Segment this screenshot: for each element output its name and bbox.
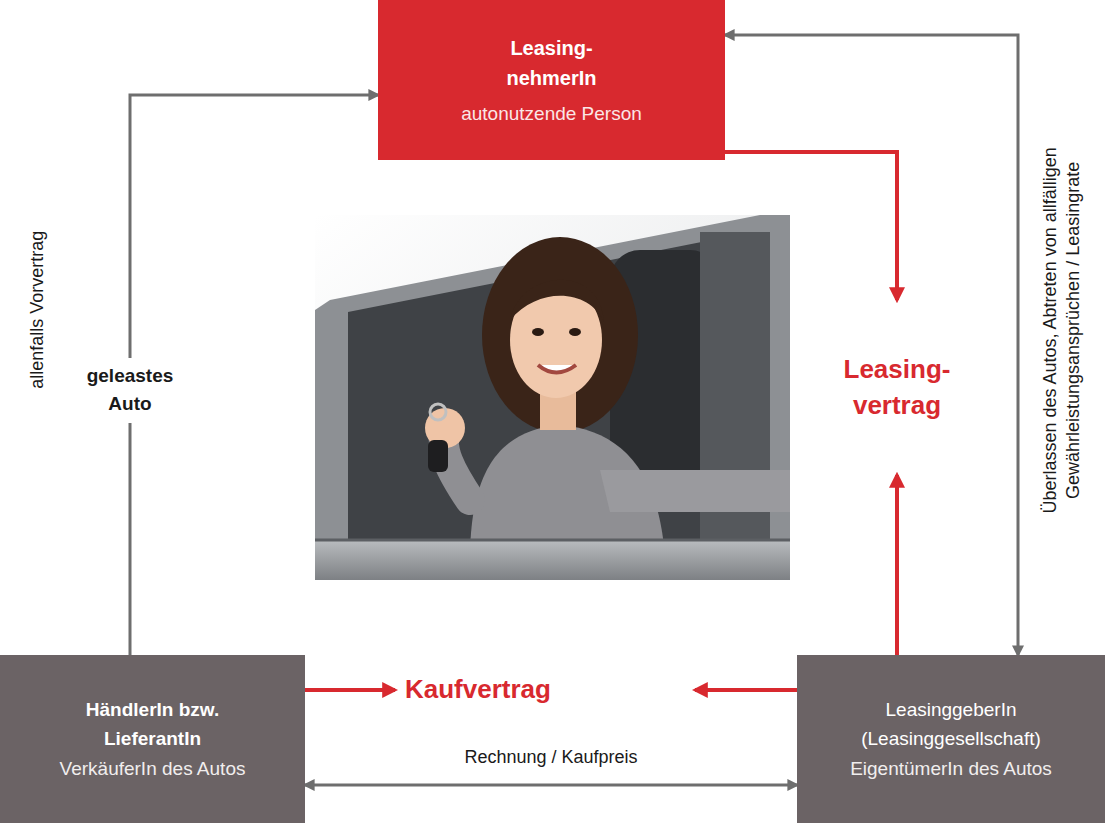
connector-arrow <box>725 152 897 300</box>
connector-arrow <box>895 475 899 655</box>
lessee-box: Leasing- nehmerIn autonutzende Person <box>378 0 725 160</box>
node-body: autonutzende Person <box>461 101 642 128</box>
photo-content <box>315 215 790 580</box>
dealer-box: HändlerIn bzw. LieferantInVerkäuferIn de… <box>0 655 305 823</box>
window-sill <box>315 539 790 542</box>
node-body: VerkäuferIn des Autos <box>60 754 246 783</box>
edge-label: Überlassen des Autos, Abtreten von allfä… <box>1039 100 1086 560</box>
key-ring <box>430 404 446 420</box>
eye <box>569 328 581 336</box>
node-heading: HändlerIn bzw. LieferantIn <box>65 695 240 754</box>
node-heading: Kaufvertrag <box>405 672 551 707</box>
photo-background <box>315 215 790 580</box>
node-heading: Leasing- nehmerIn <box>492 33 612 93</box>
connector-arrow <box>130 95 378 655</box>
side-note: allenfalls Vorvertrag <box>26 150 49 470</box>
contract-term: Kaufvertrag <box>395 668 695 712</box>
connector-arrow <box>725 35 1018 655</box>
hair <box>482 237 638 433</box>
car-frame <box>315 215 790 580</box>
connector-arrow <box>695 688 797 692</box>
node-body: EigentümerIn des Autos <box>850 754 1052 783</box>
node-heading: LeasinggeberIn (Leasinggesellschaft) <box>831 695 1071 754</box>
eye <box>532 328 544 336</box>
edge-label: geleastes Auto <box>75 358 185 423</box>
car-door <box>315 540 790 580</box>
lessor-box: LeasinggeberIn (Leasinggesellschaft)Eige… <box>797 655 1105 823</box>
contract-term: Leasing- vertrag <box>822 300 972 475</box>
connector-arrow <box>305 784 797 787</box>
fringe <box>510 280 604 322</box>
smile <box>538 365 576 373</box>
arm <box>600 470 790 512</box>
car-key <box>428 440 448 472</box>
edge-label: Rechnung / Kaufpreis <box>391 746 711 769</box>
connector-arrow <box>305 688 395 692</box>
node-heading: Leasing- vertrag <box>826 352 968 422</box>
